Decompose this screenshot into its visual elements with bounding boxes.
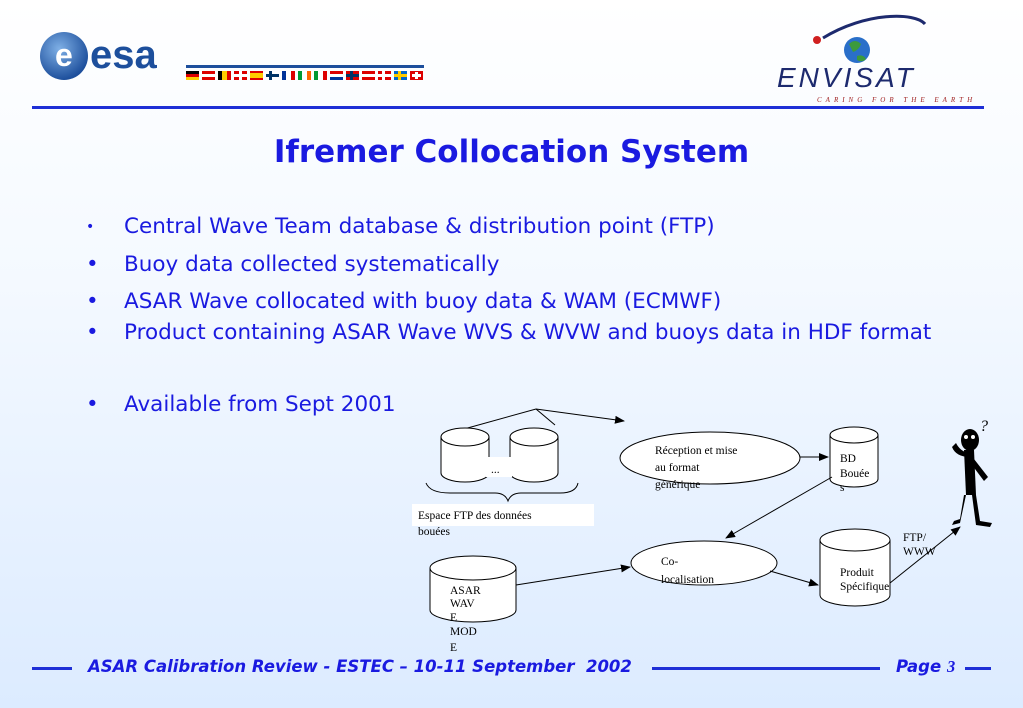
collocation-diagram: ... Espace FTP des données bouées Récept… <box>412 408 992 654</box>
bullet-symbol: • <box>86 219 95 235</box>
colocalisation-text: localisation <box>661 574 714 586</box>
colocalisation-text: Co- <box>661 556 678 568</box>
brace <box>425 482 579 503</box>
ftp-cylinder-1 <box>440 427 490 483</box>
bullet-symbol: • <box>86 252 99 277</box>
bullet-symbol: • <box>86 392 99 417</box>
bullet-text: Central Wave Team database & distributio… <box>124 214 715 239</box>
ellipsis-text: ... <box>491 464 500 476</box>
bullet-text: Product containing ASAR Wave WVS & WVW a… <box>124 320 932 345</box>
bullet-text: Available from Sept 2001 <box>124 392 396 417</box>
flow-arrow <box>769 570 819 587</box>
ftp-cylinder-2 <box>509 427 559 483</box>
ftp-space-label: bouées <box>418 526 450 538</box>
envisat-logo-text: ENVISAT <box>777 62 916 93</box>
bd-text: Bouée <box>840 468 869 480</box>
slide-title: Ifremer Collocation System <box>273 134 750 170</box>
asar-text: E <box>450 642 457 654</box>
member-flags-icon <box>186 71 423 80</box>
page-number-value: 3 <box>946 657 956 676</box>
flow-arrow <box>725 476 833 539</box>
reception-node <box>619 431 801 485</box>
footer-rule <box>32 667 72 670</box>
produit-text: Spécifique <box>840 581 889 593</box>
envisat-logo: ENVISAT CARING FOR THE EARTH <box>777 14 976 104</box>
earth-globe-icon <box>844 37 870 63</box>
bullet-text: ASAR Wave collocated with buoy data & WA… <box>124 289 722 314</box>
footer-rule <box>652 667 880 670</box>
page-label: Page <box>896 657 942 676</box>
asar-text: ASAR <box>450 585 481 597</box>
bullet-symbol: • <box>86 289 99 314</box>
ftp-www-label: FTP/ <box>903 532 927 544</box>
asar-wave-mode-cylinder <box>429 555 517 623</box>
reception-text: Réception et mise <box>655 445 737 457</box>
envisat-tagline: CARING FOR THE EARTH <box>817 96 976 104</box>
reception-text: au format <box>655 462 700 474</box>
bd-text: BD <box>840 453 856 465</box>
header-rule <box>32 106 984 109</box>
ftp-space-label: Espace FTP des données <box>418 510 532 522</box>
bullet-text: Buoy data collected systematically <box>124 252 500 277</box>
ftp-www-label: WWW <box>903 546 936 558</box>
ftp-space-label-box <box>412 504 594 526</box>
asar-text: MOD <box>450 626 477 638</box>
asar-text: E <box>450 612 457 624</box>
colocalisation-node <box>630 540 778 586</box>
page-number: Page 3 <box>896 657 955 677</box>
footer-rule <box>965 667 991 670</box>
esa-logo-text: esa <box>90 33 157 77</box>
esa-logo: e esa <box>40 32 424 80</box>
flow-arrow <box>515 564 631 586</box>
bd-bouees-cylinder <box>829 426 879 488</box>
produit-specifique-cylinder <box>819 528 891 607</box>
footer-text: ASAR Calibration Review - ESTEC – 10-11 … <box>88 657 632 676</box>
reception-text: générique <box>655 479 700 491</box>
esa-globe-icon <box>40 32 88 80</box>
produit-text: Produit <box>840 567 875 579</box>
bullet-symbol: • <box>86 320 99 345</box>
question-mark-text: ? <box>980 418 988 435</box>
flow-arrow <box>463 408 625 430</box>
svg-text:e: e <box>55 37 73 73</box>
bd-text: s <box>840 482 845 494</box>
asar-text: WAV <box>450 598 475 610</box>
thinking-person-icon <box>952 429 992 527</box>
flow-arrow <box>889 526 961 584</box>
